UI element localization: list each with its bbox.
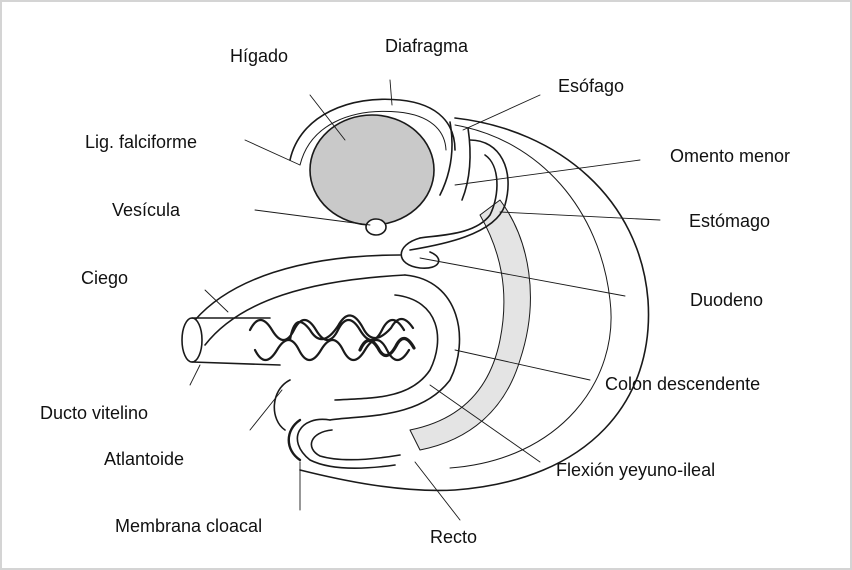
- leader-omento-menor: [455, 160, 640, 185]
- yolk-stalk-end: [182, 318, 202, 362]
- duodenum: [401, 238, 438, 268]
- esophagus: [440, 122, 452, 195]
- gallbladder: [366, 219, 386, 235]
- esophagus-inner: [462, 128, 470, 200]
- leader-estomago: [500, 212, 660, 220]
- label-ducto-vitelino: Ducto vitelino: [40, 404, 148, 422]
- gut-upper-limb-bottom: [205, 275, 405, 345]
- label-duodeno: Duodeno: [690, 291, 763, 309]
- leader-colon: [455, 350, 590, 380]
- label-flexion-yeyuno-ileal: Flexión yeyuno-ileal: [556, 461, 715, 479]
- liver: [310, 115, 434, 225]
- label-recto: Recto: [430, 528, 477, 546]
- label-higado: Hígado: [230, 47, 288, 65]
- label-omento-menor: Omento menor: [670, 147, 790, 165]
- yolk-stalk: [192, 318, 280, 365]
- label-atlantoide: Atlantoide: [104, 450, 184, 468]
- leader-esofago: [463, 95, 540, 130]
- leader-atlantoide: [250, 390, 282, 430]
- label-colon-descendente: Colon descendente: [605, 375, 760, 393]
- label-ciego: Ciego: [81, 269, 128, 287]
- label-membrana-cloacal: Membrana cloacal: [115, 517, 262, 535]
- label-diafragma: Diafragma: [385, 37, 468, 55]
- label-vesicula: Vesícula: [112, 201, 180, 219]
- leader-recto: [415, 462, 460, 520]
- leader-diafragma: [390, 80, 392, 105]
- label-estomago: Estómago: [689, 212, 770, 230]
- leader-ducto: [190, 365, 200, 385]
- cloacal-membrane: [289, 420, 300, 460]
- label-lig-falciforme: Lig. falciforme: [85, 133, 197, 151]
- leader-ciego: [205, 290, 228, 312]
- hindgut-inner: [311, 430, 400, 460]
- allantois: [274, 380, 290, 430]
- label-esofago: Esófago: [558, 77, 624, 95]
